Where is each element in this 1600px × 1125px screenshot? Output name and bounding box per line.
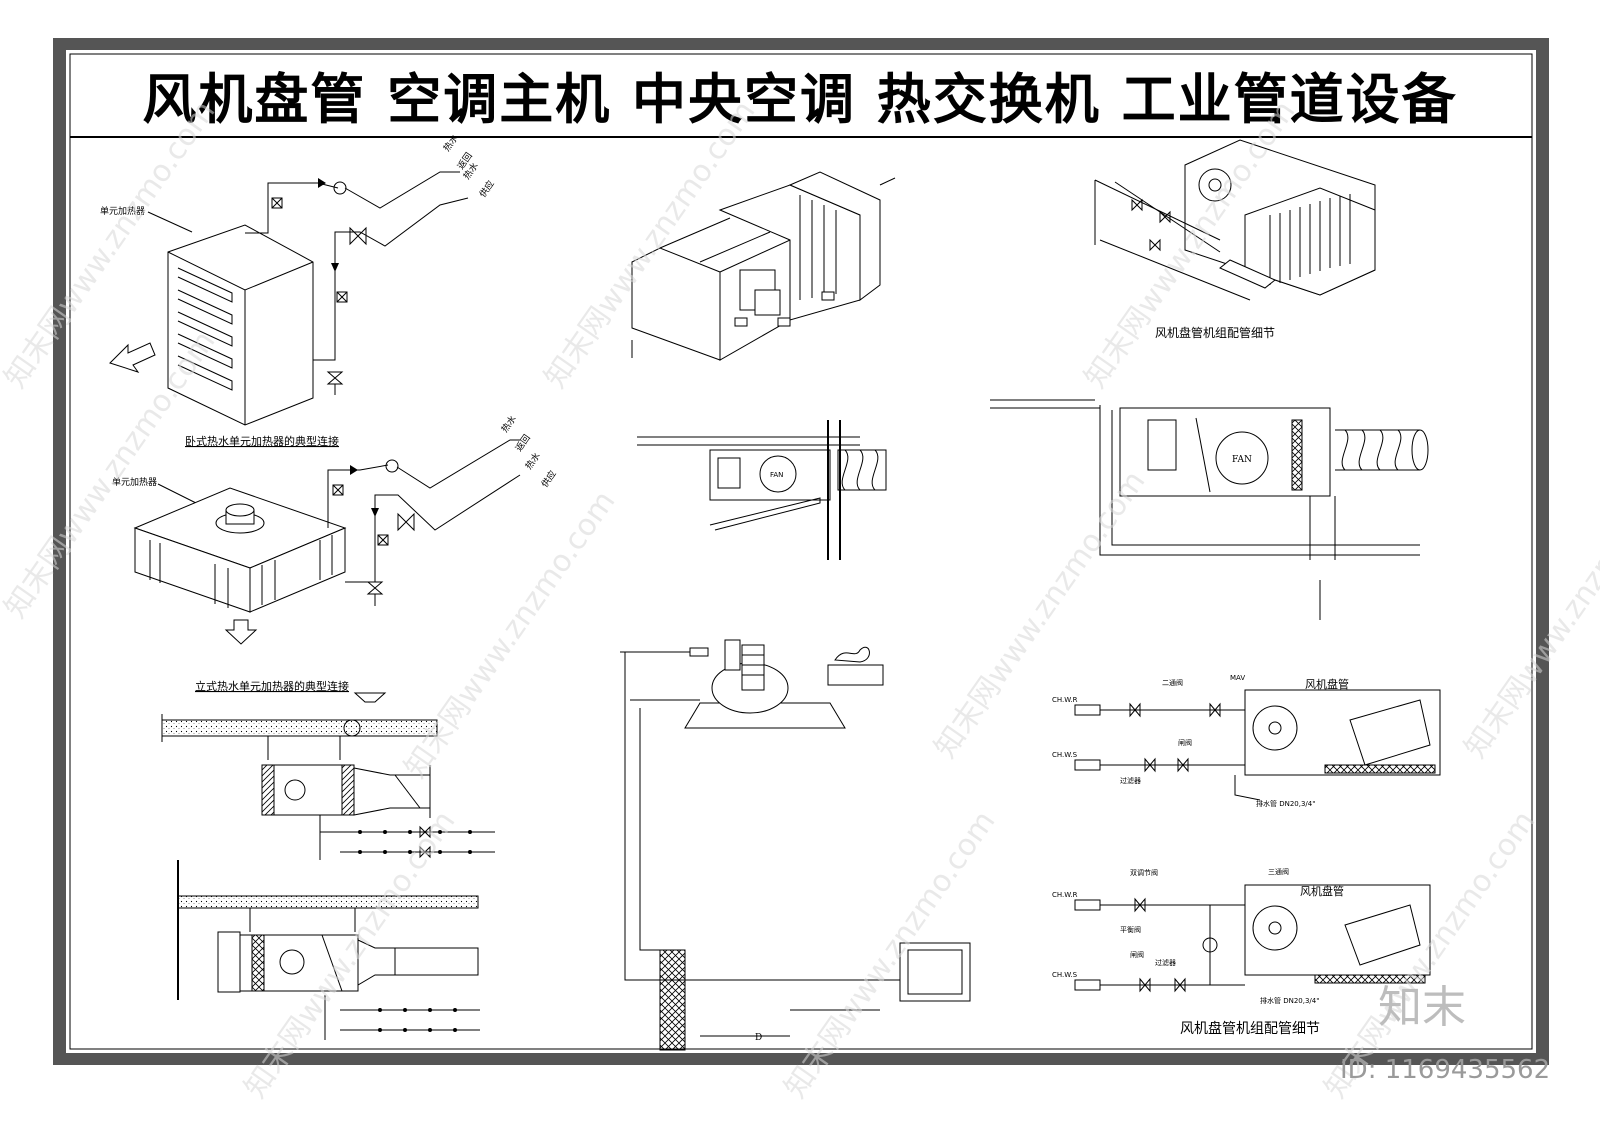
- fcu-piping-a: 风机盘管 CH.W.R CH.W.S 二通阀 闸阀 过滤器 排水管 DN20,3…: [1052, 674, 1441, 808]
- piping-b-filter: 过滤器: [1155, 958, 1176, 967]
- piping-a-chws: CH.W.S: [1052, 751, 1078, 759]
- ceiling-fcu-section-b: [177, 860, 480, 1040]
- fcu-large-fan-label: FAN: [1232, 455, 1252, 465]
- piping-b-chws: CH.W.S: [1052, 971, 1078, 979]
- chiller-d-label: D: [755, 1033, 762, 1043]
- horizontal-heater-caption: 卧式热水单元加热器的典型连接: [185, 434, 339, 448]
- piping-b-gate: 闸阀: [1130, 950, 1144, 959]
- piping-a-mav: MAV: [1230, 674, 1245, 682]
- duct-section-center: FAN: [637, 420, 887, 560]
- brand-logo: 知末: [1378, 982, 1466, 1033]
- horizontal-heater-unit-label: 单元加热器: [100, 205, 145, 217]
- piping-a-2way: 二通阀: [1162, 678, 1183, 687]
- fcu-piping-a-title: 风机盘管: [1305, 677, 1349, 691]
- piping-a-filter: 过滤器: [1120, 776, 1141, 785]
- fcu-piping-b-caption: 风机盘管机组配管细节: [1180, 1020, 1320, 1037]
- piping-a-chwr: CH.W.R: [1052, 696, 1078, 704]
- ahu-isometric: [631, 171, 896, 361]
- piping-b-balance: 平衡阀: [1120, 925, 1141, 934]
- piping-b-drain: 排水管 DN20,3/4": [1260, 996, 1319, 1005]
- piping-b-chwr: CH.W.R: [1052, 891, 1078, 899]
- sheet-title: 风机盘管 空调主机 中央空调 热交换机 工业管道设备: [142, 68, 1457, 131]
- vertical-heater-diagram: 单元加热器 热水 返回 热水 供应 立式热水单元加热器的典型连接: [112, 413, 559, 693]
- piping-a-drain: 排水管 DN20,3/4": [1256, 799, 1315, 808]
- fcu-detail-top-caption: 风机盘管机组配管细节: [1155, 325, 1275, 340]
- image-id-label: ID: 1169435562: [1340, 1055, 1550, 1085]
- fcu-large-section: FAN: [990, 399, 1429, 620]
- fcu-piping-b: 风机盘管 三通阀 CH.W.R CH.W.S 双调节阀 平衡阀 闸阀 过滤器 排…: [1052, 867, 1431, 1037]
- piping-b-3way: 三通阀: [1268, 867, 1289, 876]
- piping-a-gate: 闸阀: [1178, 738, 1192, 747]
- vertical-heater-unit-label: 单元加热器: [112, 476, 157, 488]
- fcu-piping-b-title: 风机盘管: [1300, 884, 1344, 898]
- ceiling-fcu-section-a: [161, 692, 495, 860]
- fcu-piping-detail-top: 风机盘管机组配管细节: [1094, 139, 1376, 340]
- heater-louvers: [177, 267, 233, 391]
- piping-b-dual: 双调节阀: [1130, 868, 1158, 877]
- down-arrow-icon: [224, 619, 258, 645]
- chiller-loop: D: [620, 639, 971, 1051]
- duct-fan-label: FAN: [770, 471, 783, 479]
- airflow-arrow-icon: [109, 342, 156, 373]
- horizontal-heater-diagram: 单元加热器 热水 返回 热水 供应 卧式热水单元加: [100, 132, 497, 448]
- vertical-heater-caption: 立式热水单元加热器的典型连接: [195, 679, 349, 693]
